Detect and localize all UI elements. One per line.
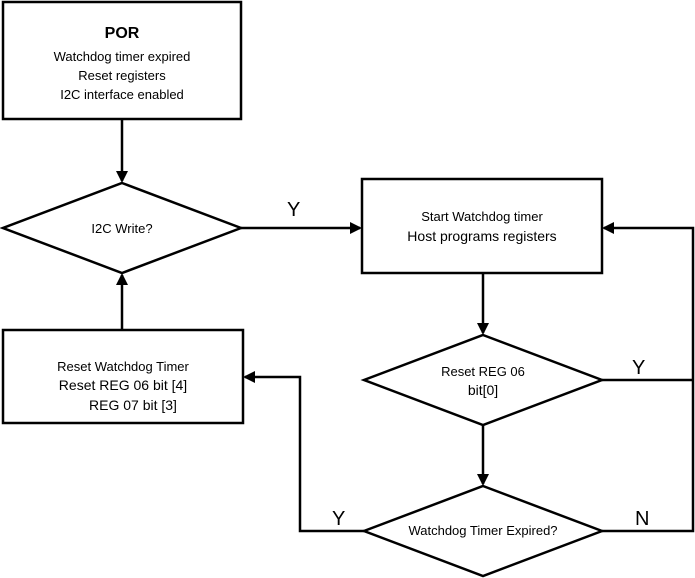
por-line-1: Watchdog timer expired (53, 49, 191, 64)
arrow-expired-no-loop (602, 222, 695, 533)
por-title: POR (104, 25, 140, 42)
reset-wd-line-3: REG 07 bit [3] (89, 397, 177, 413)
wd-expired-diamond (360, 484, 606, 578)
por-line-2: Reset registers (78, 68, 166, 83)
wd-expired-label: Watchdog Timer Expired? (408, 523, 558, 538)
start-watchdog-box (360, 177, 604, 275)
start-line-1: Start Watchdog timer (421, 209, 543, 224)
reset-reg06-line-1: Reset REG 06 (441, 364, 525, 379)
start-line-2: Host programs registers (407, 228, 557, 244)
por-line-3: I2C interface enabled (60, 87, 184, 102)
expired-no-label: N (635, 508, 650, 530)
expired-yes-label: Y (332, 508, 346, 530)
reset-wd-line-2: Reset REG 06 bit [4] (58, 377, 188, 393)
reg06-yes-label: Y (632, 357, 646, 379)
reset-reg06-line-2: bit[0] (467, 382, 499, 398)
i2c-yes-label: Y (287, 199, 301, 221)
i2c-write-label: I2C Write? (91, 221, 153, 236)
arrow-expired-yes-to-reset (243, 371, 364, 533)
por-box (1, 0, 243, 121)
reset-wd-line-1: Reset Watchdog Timer (57, 359, 189, 374)
